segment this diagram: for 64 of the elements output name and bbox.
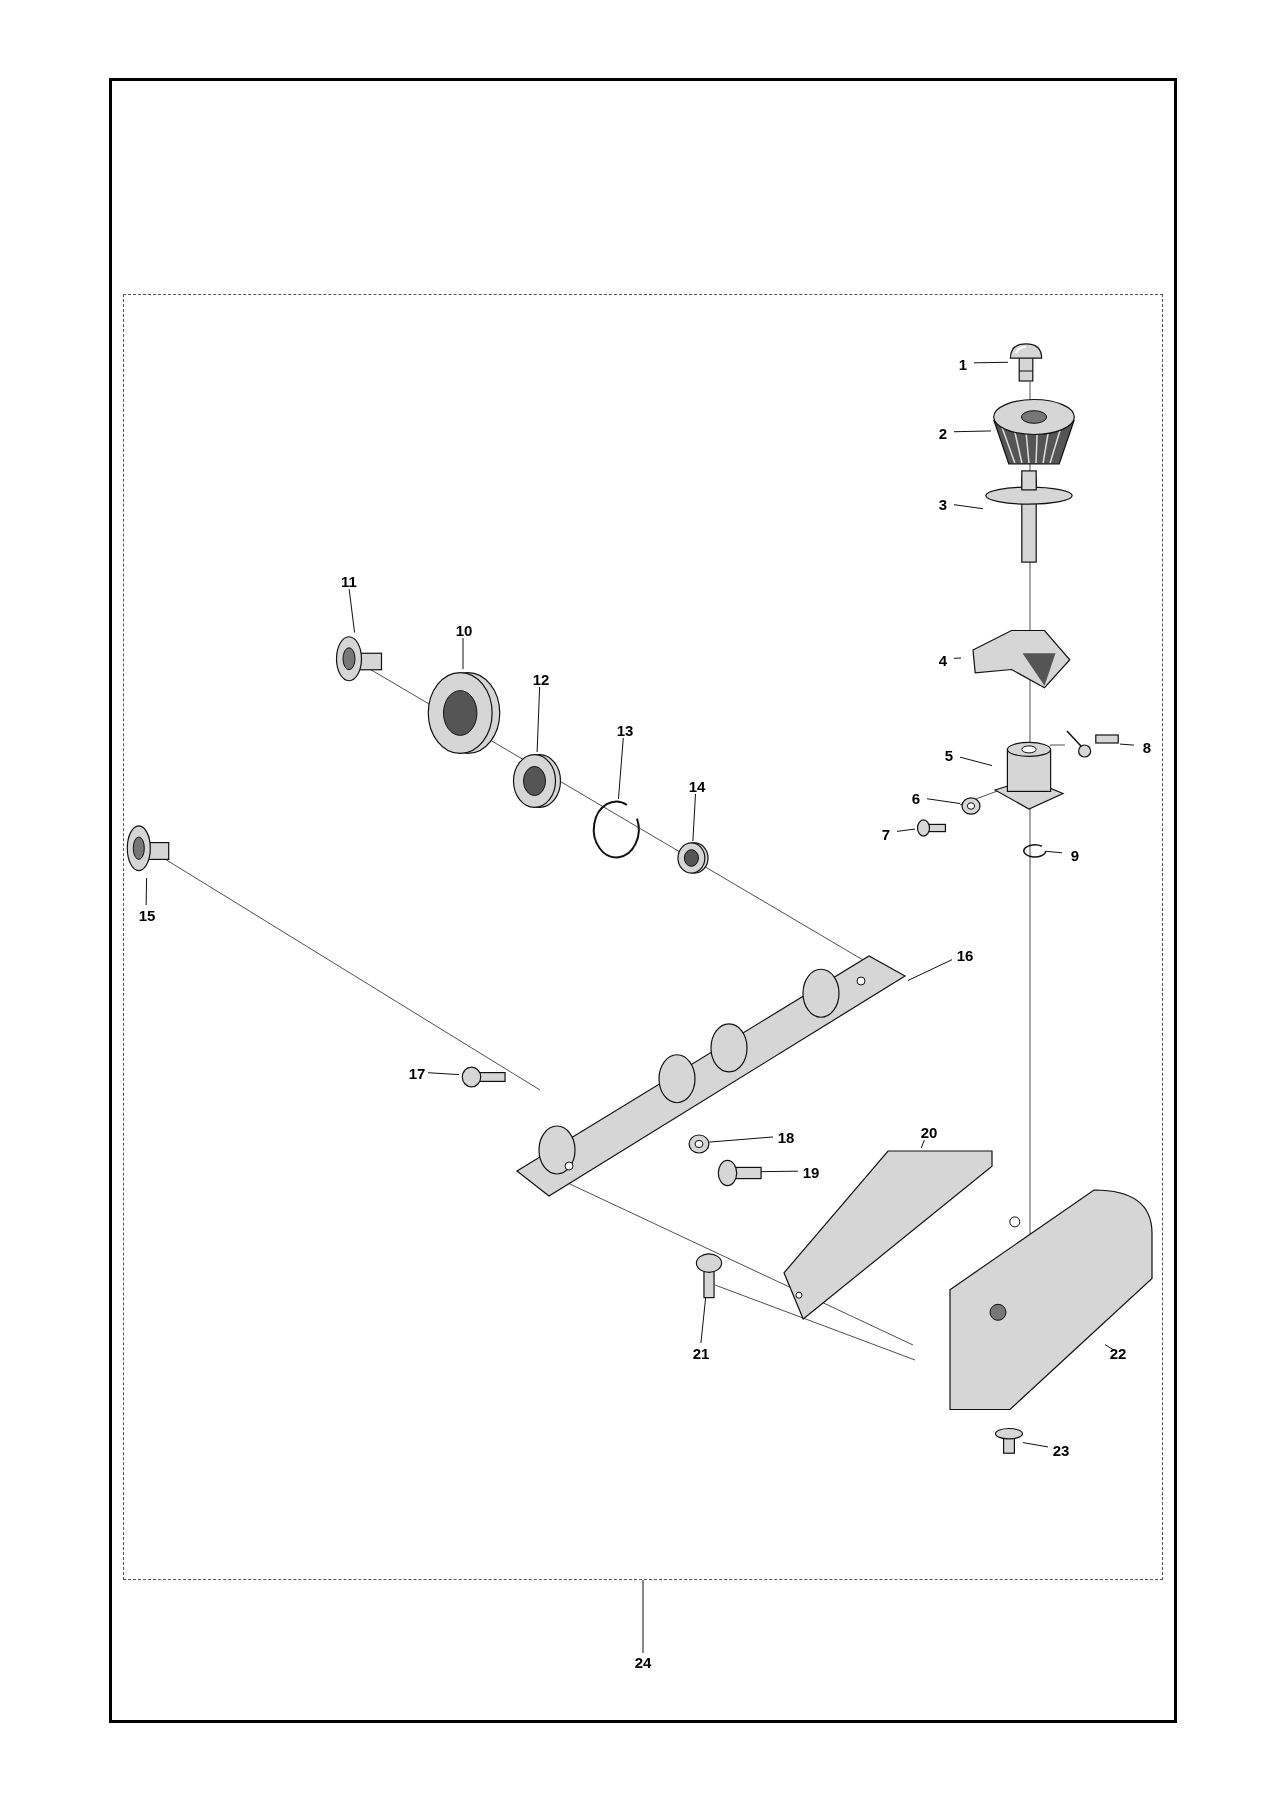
bushing-drawing xyxy=(993,741,1065,811)
leader-line xyxy=(427,1072,460,1076)
leader-line xyxy=(926,798,961,805)
leader-line xyxy=(700,1297,707,1344)
leader-line xyxy=(692,793,696,842)
callout-number: 18 xyxy=(774,1128,798,1146)
callout-number: 20 xyxy=(917,1123,941,1141)
bolt-drawing xyxy=(695,1253,723,1299)
plate-drawing xyxy=(782,1149,994,1321)
callout-number: 15 xyxy=(135,906,159,924)
leader-line xyxy=(973,361,1009,364)
callout-number: 12 xyxy=(529,670,553,688)
callout-number: 5 xyxy=(937,746,961,764)
callout-number: 10 xyxy=(452,621,476,639)
dashed-group-frame xyxy=(123,294,1163,1580)
screw-drawing xyxy=(460,1066,506,1088)
callout-number: 22 xyxy=(1106,1344,1130,1362)
clip-drawing xyxy=(1021,843,1047,859)
leader-line xyxy=(708,1136,774,1143)
screw-drawing xyxy=(716,1159,762,1187)
leader-line xyxy=(536,686,541,753)
callout-number: 1 xyxy=(951,355,975,373)
callout-number: 16 xyxy=(953,946,977,964)
spacer-drawing xyxy=(677,842,709,874)
leader-line xyxy=(953,504,984,510)
leader-line xyxy=(1119,743,1135,746)
callout-number: 2 xyxy=(931,424,955,442)
leader-line xyxy=(953,430,992,433)
shaft-drawing xyxy=(984,468,1074,564)
leader-line xyxy=(896,828,916,832)
callout-number: 11 xyxy=(337,572,361,590)
washer-drawing xyxy=(961,797,981,815)
leader-line xyxy=(145,877,148,906)
gear-drawing xyxy=(992,396,1076,466)
leader-line xyxy=(1022,1442,1049,1448)
washer-drawing xyxy=(688,1134,710,1154)
callout-number: 24 xyxy=(631,1653,655,1671)
pulley-drawing xyxy=(426,670,502,756)
callout-number: 13 xyxy=(613,721,637,739)
leader-line xyxy=(348,588,356,633)
bearing-drawing xyxy=(512,753,562,809)
screw-drawing xyxy=(916,819,946,837)
bolt-drawing xyxy=(994,1428,1024,1454)
callout-number: 8 xyxy=(1135,738,1159,756)
leader-line xyxy=(920,1139,925,1149)
callout-number: 14 xyxy=(685,777,709,795)
callout-number: 3 xyxy=(931,495,955,513)
leader-line xyxy=(617,737,624,800)
callout-number: 7 xyxy=(874,825,898,843)
leader-line xyxy=(1045,850,1063,854)
callout-number: 19 xyxy=(799,1163,823,1181)
leader-line xyxy=(907,959,953,981)
leader-line xyxy=(959,756,993,767)
leader-line xyxy=(953,657,962,659)
callout-number: 4 xyxy=(931,651,955,669)
callout-number: 9 xyxy=(1063,846,1087,864)
leader-line xyxy=(642,1579,644,1654)
knob-drawing xyxy=(1009,343,1043,383)
leader-line xyxy=(760,1170,799,1173)
callout-number: 17 xyxy=(405,1064,429,1082)
callout-number: 21 xyxy=(689,1344,713,1362)
callout-number: 23 xyxy=(1049,1441,1073,1459)
leader-line xyxy=(462,637,464,670)
callout-number: 6 xyxy=(904,789,928,807)
